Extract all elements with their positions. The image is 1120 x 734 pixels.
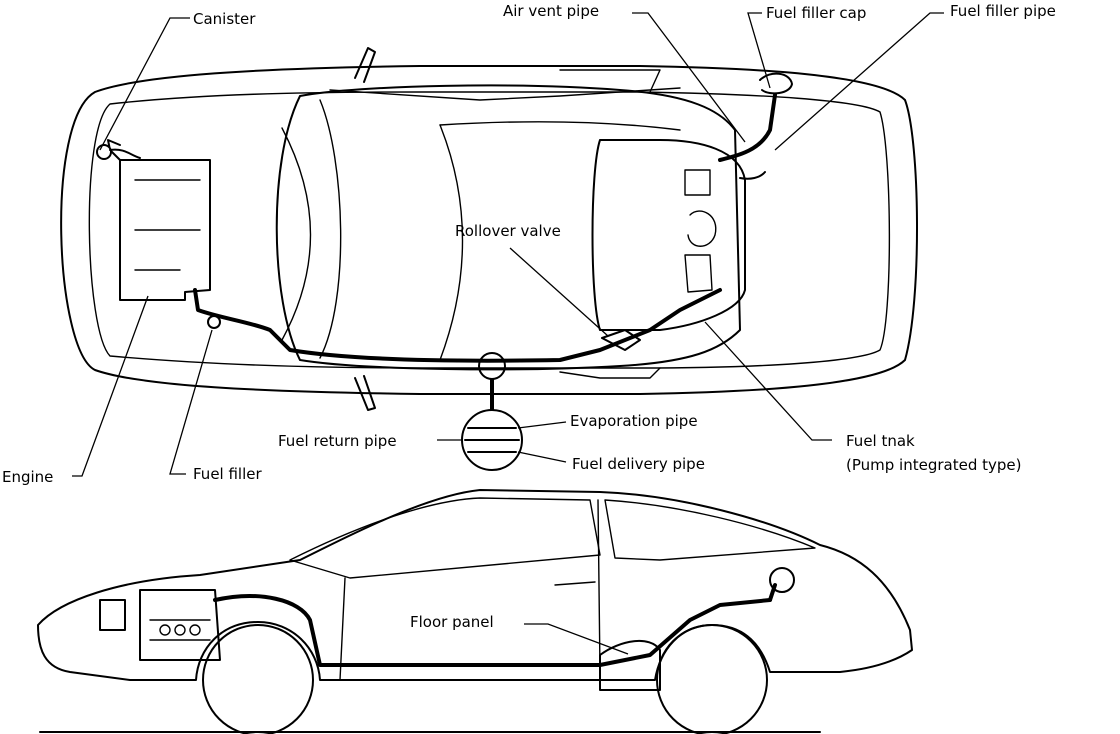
label-fuel-filler: Fuel filler xyxy=(193,465,262,483)
label-canister: Canister xyxy=(193,10,256,28)
label-fuel-return-pipe: Fuel return pipe xyxy=(278,432,397,450)
label-rollover-valve: Rollover valve xyxy=(455,222,561,240)
car-side-view xyxy=(37,489,913,734)
label-engine: Engine xyxy=(2,468,54,486)
label-fuel-filler-pipe: Fuel filler pipe xyxy=(950,2,1056,20)
label-air-vent-pipe: Air vent pipe xyxy=(503,2,600,20)
label-fuel-delivery-pipe: Fuel delivery pipe xyxy=(572,455,705,473)
car-top-view xyxy=(60,47,919,471)
label-fuel-tank-note: (Pump integrated type) xyxy=(846,456,1022,474)
label-fuel-filler-cap: Fuel filler cap xyxy=(766,4,867,22)
label-fuel-tank: Fuel tnak xyxy=(846,432,915,450)
label-evaporation-pipe: Evaporation pipe xyxy=(570,412,698,430)
leader-lines xyxy=(72,12,944,655)
label-floor-panel: Floor panel xyxy=(410,613,494,631)
